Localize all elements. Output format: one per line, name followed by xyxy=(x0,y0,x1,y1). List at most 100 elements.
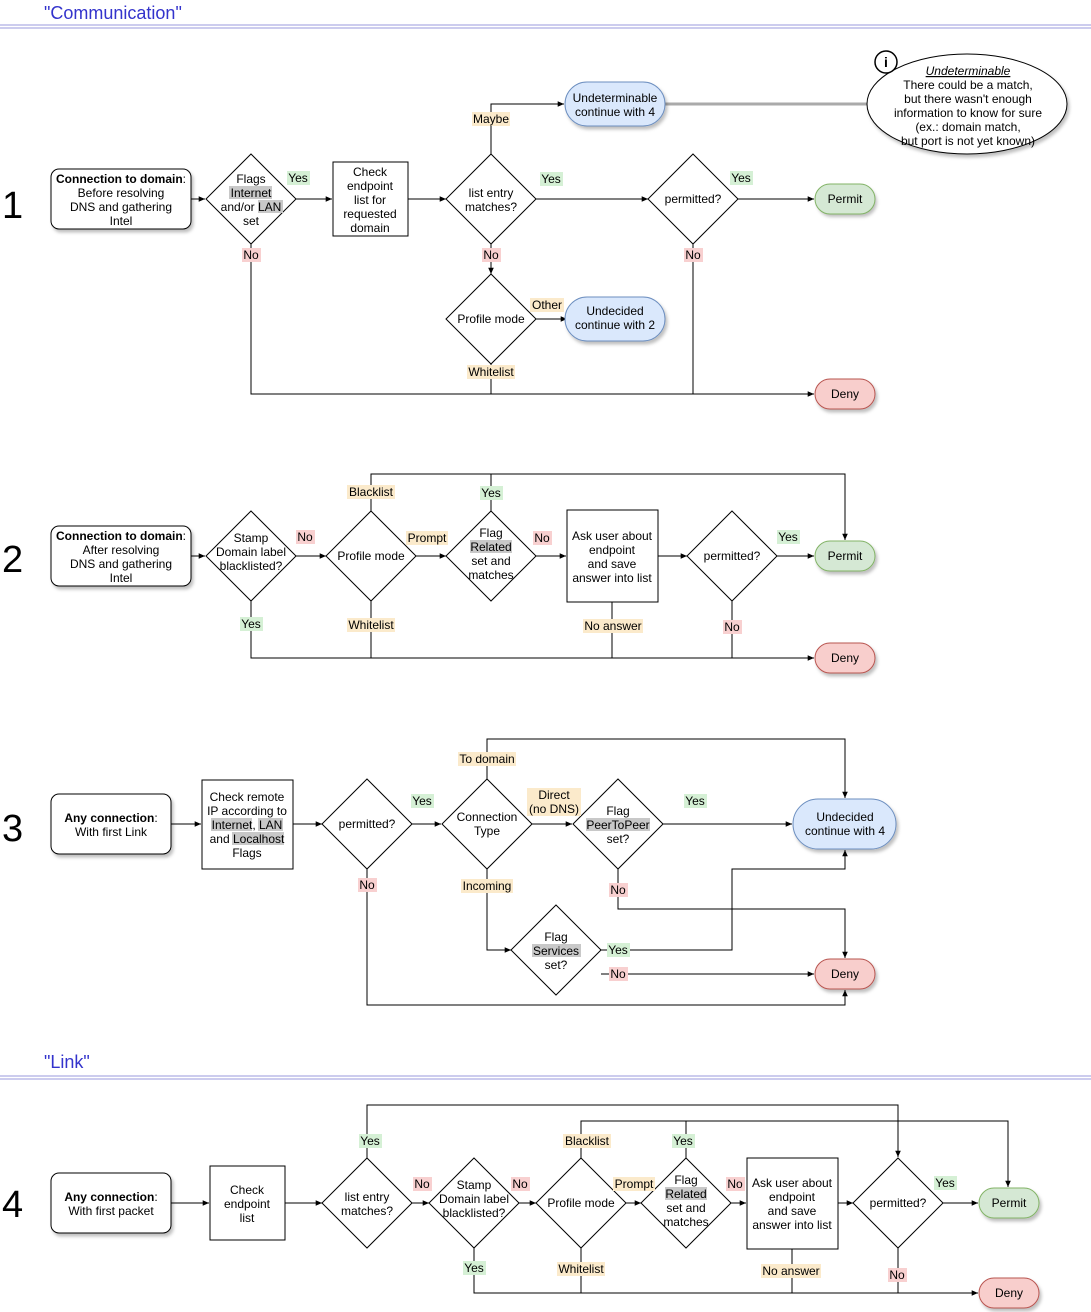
svg-text:Related: Related xyxy=(470,540,511,554)
edge-label-yes: Yes xyxy=(359,1134,382,1148)
svg-text:Deny: Deny xyxy=(831,651,859,665)
svg-text:No answer: No answer xyxy=(584,619,641,633)
svg-text:Yes: Yes xyxy=(731,171,751,185)
svg-text:No: No xyxy=(724,620,740,634)
svg-text:matches: matches xyxy=(663,1215,708,1229)
edge-label-yes: Yes xyxy=(934,1176,957,1190)
svg-text:matches?: matches? xyxy=(465,200,517,214)
svg-text:list for: list for xyxy=(354,193,386,207)
edge-label-no: No xyxy=(413,1177,432,1191)
edge-label-yes: Yes xyxy=(540,172,563,186)
svg-text:Undeterminable: Undeterminable xyxy=(573,91,658,105)
decision-connection-type: Connection Type xyxy=(441,778,533,870)
start-node: Any connection: With first Link xyxy=(50,793,172,855)
svg-text:matches: matches xyxy=(468,568,513,582)
decision-profile-mode: Profile mode xyxy=(325,510,417,602)
edge-label-no: No xyxy=(609,883,628,897)
svg-text:set: set xyxy=(243,214,260,228)
row-number-3: 3 xyxy=(2,808,23,850)
row-2: Connection to domain: After resolving DN… xyxy=(50,473,876,674)
decision-flag-peertopeer: Flag PeerToPeer set? xyxy=(572,778,664,870)
edge-label-no: No xyxy=(726,1177,745,1191)
decision-stamp-blacklisted: Stamp Domain label blacklisted? xyxy=(205,510,297,602)
edge-label-yes: Yes xyxy=(607,943,630,957)
svg-text:domain: domain xyxy=(350,221,389,235)
edge-label-prompt: Prompt xyxy=(613,1177,655,1191)
svg-text:Undecided: Undecided xyxy=(586,304,643,318)
svg-text:Flag: Flag xyxy=(674,1173,697,1187)
decision-permitted: permitted? xyxy=(852,1157,944,1249)
svg-text:list entry: list entry xyxy=(345,1190,390,1204)
svg-text:Direct: Direct xyxy=(538,788,570,802)
terminal-undecided: Undecided continue with 4 xyxy=(792,798,897,850)
svg-text:PeerToPeer: PeerToPeer xyxy=(586,818,649,832)
svg-text:IP according to: IP according to xyxy=(207,804,287,818)
edge-label-yes: Yes xyxy=(730,171,753,185)
svg-text:and save: and save xyxy=(588,557,637,571)
svg-text:Permit: Permit xyxy=(992,1196,1027,1210)
svg-text:Deny: Deny xyxy=(831,967,859,981)
edge-label-blacklist: Blacklist xyxy=(563,1134,611,1148)
svg-text:No: No xyxy=(297,530,313,544)
edge-label-incoming: Incoming xyxy=(461,879,513,893)
start-title: Any connection xyxy=(64,811,154,825)
decision-permitted: permitted? xyxy=(647,153,739,245)
svg-text:Intel: Intel xyxy=(110,571,133,585)
section-title-link: "Link" xyxy=(44,1052,90,1072)
svg-text:Deny: Deny xyxy=(831,387,859,401)
svg-text:Deny: Deny xyxy=(995,1286,1023,1300)
terminal-permit: Permit xyxy=(814,540,876,572)
svg-text:continue with 4: continue with 4 xyxy=(575,105,655,119)
svg-text:Prompt: Prompt xyxy=(408,531,447,545)
svg-text:endpoint: endpoint xyxy=(224,1197,271,1211)
svg-text:No: No xyxy=(685,248,701,262)
edge-label-maybe: Maybe xyxy=(472,112,510,126)
svg-text:To domain: To domain xyxy=(459,752,514,766)
svg-text:but there wasn't enough: but there wasn't enough xyxy=(904,92,1032,106)
svg-text:permitted?: permitted? xyxy=(704,549,761,563)
decision-profile-mode: Profile mode xyxy=(445,273,537,365)
svg-text:set?: set? xyxy=(545,958,568,972)
svg-text:Flag: Flag xyxy=(479,526,502,540)
svg-text:Check remote: Check remote xyxy=(210,790,285,804)
edge-label-other: Other xyxy=(530,298,564,312)
row-number-1: 1 xyxy=(2,185,23,227)
svg-text:answer into list: answer into list xyxy=(572,571,652,585)
edge-label-no: No xyxy=(723,620,742,634)
svg-text:permitted?: permitted? xyxy=(339,817,396,831)
process-check-remote-ip: Check remote IP according to Internet, L… xyxy=(201,779,294,870)
decision-flag-related: Flag Related set and matches xyxy=(445,510,537,602)
edge-label-no: No xyxy=(358,878,377,892)
svg-text:endpoint: endpoint xyxy=(589,543,636,557)
edge-label-yes: Yes xyxy=(684,794,707,808)
svg-text:set and: set and xyxy=(666,1201,705,1215)
svg-text:set and: set and xyxy=(471,554,510,568)
svg-text:list: list xyxy=(240,1211,255,1225)
svg-text:Services: Services xyxy=(533,944,579,958)
edge xyxy=(490,101,564,154)
edge-label-yes: Yes xyxy=(672,1134,695,1148)
edge-label-yes: Yes xyxy=(240,617,263,631)
process-ask-user: Ask user about endpoint and save answer … xyxy=(746,1157,839,1250)
svg-text:After resolving: After resolving xyxy=(83,543,160,557)
row-number-2: 2 xyxy=(2,539,23,581)
edge-label-whitelist: Whitelist xyxy=(347,618,395,632)
edge-label-no: No xyxy=(296,530,315,544)
svg-text:Domain label: Domain label xyxy=(439,1192,509,1206)
svg-text:No: No xyxy=(359,878,375,892)
svg-text:Other: Other xyxy=(532,298,562,312)
edge-label-no: No xyxy=(609,967,628,981)
svg-text:Flag: Flag xyxy=(606,804,629,818)
svg-text:With first Link: With first Link xyxy=(75,825,148,839)
svg-text:blacklisted?: blacklisted? xyxy=(220,559,283,573)
edge xyxy=(601,850,848,951)
info-icon: i xyxy=(874,50,898,74)
svg-text:Permit: Permit xyxy=(828,549,863,563)
edge-label-no: No xyxy=(242,248,261,262)
start-title: Any connection xyxy=(64,1190,154,1204)
svg-text:Whitelist: Whitelist xyxy=(558,1262,604,1276)
decision-permitted: permitted? xyxy=(686,510,778,602)
decision-profile-mode: Profile mode xyxy=(535,1157,627,1249)
svg-text:blacklisted?: blacklisted? xyxy=(443,1206,506,1220)
svg-text:Stamp: Stamp xyxy=(457,1178,492,1192)
